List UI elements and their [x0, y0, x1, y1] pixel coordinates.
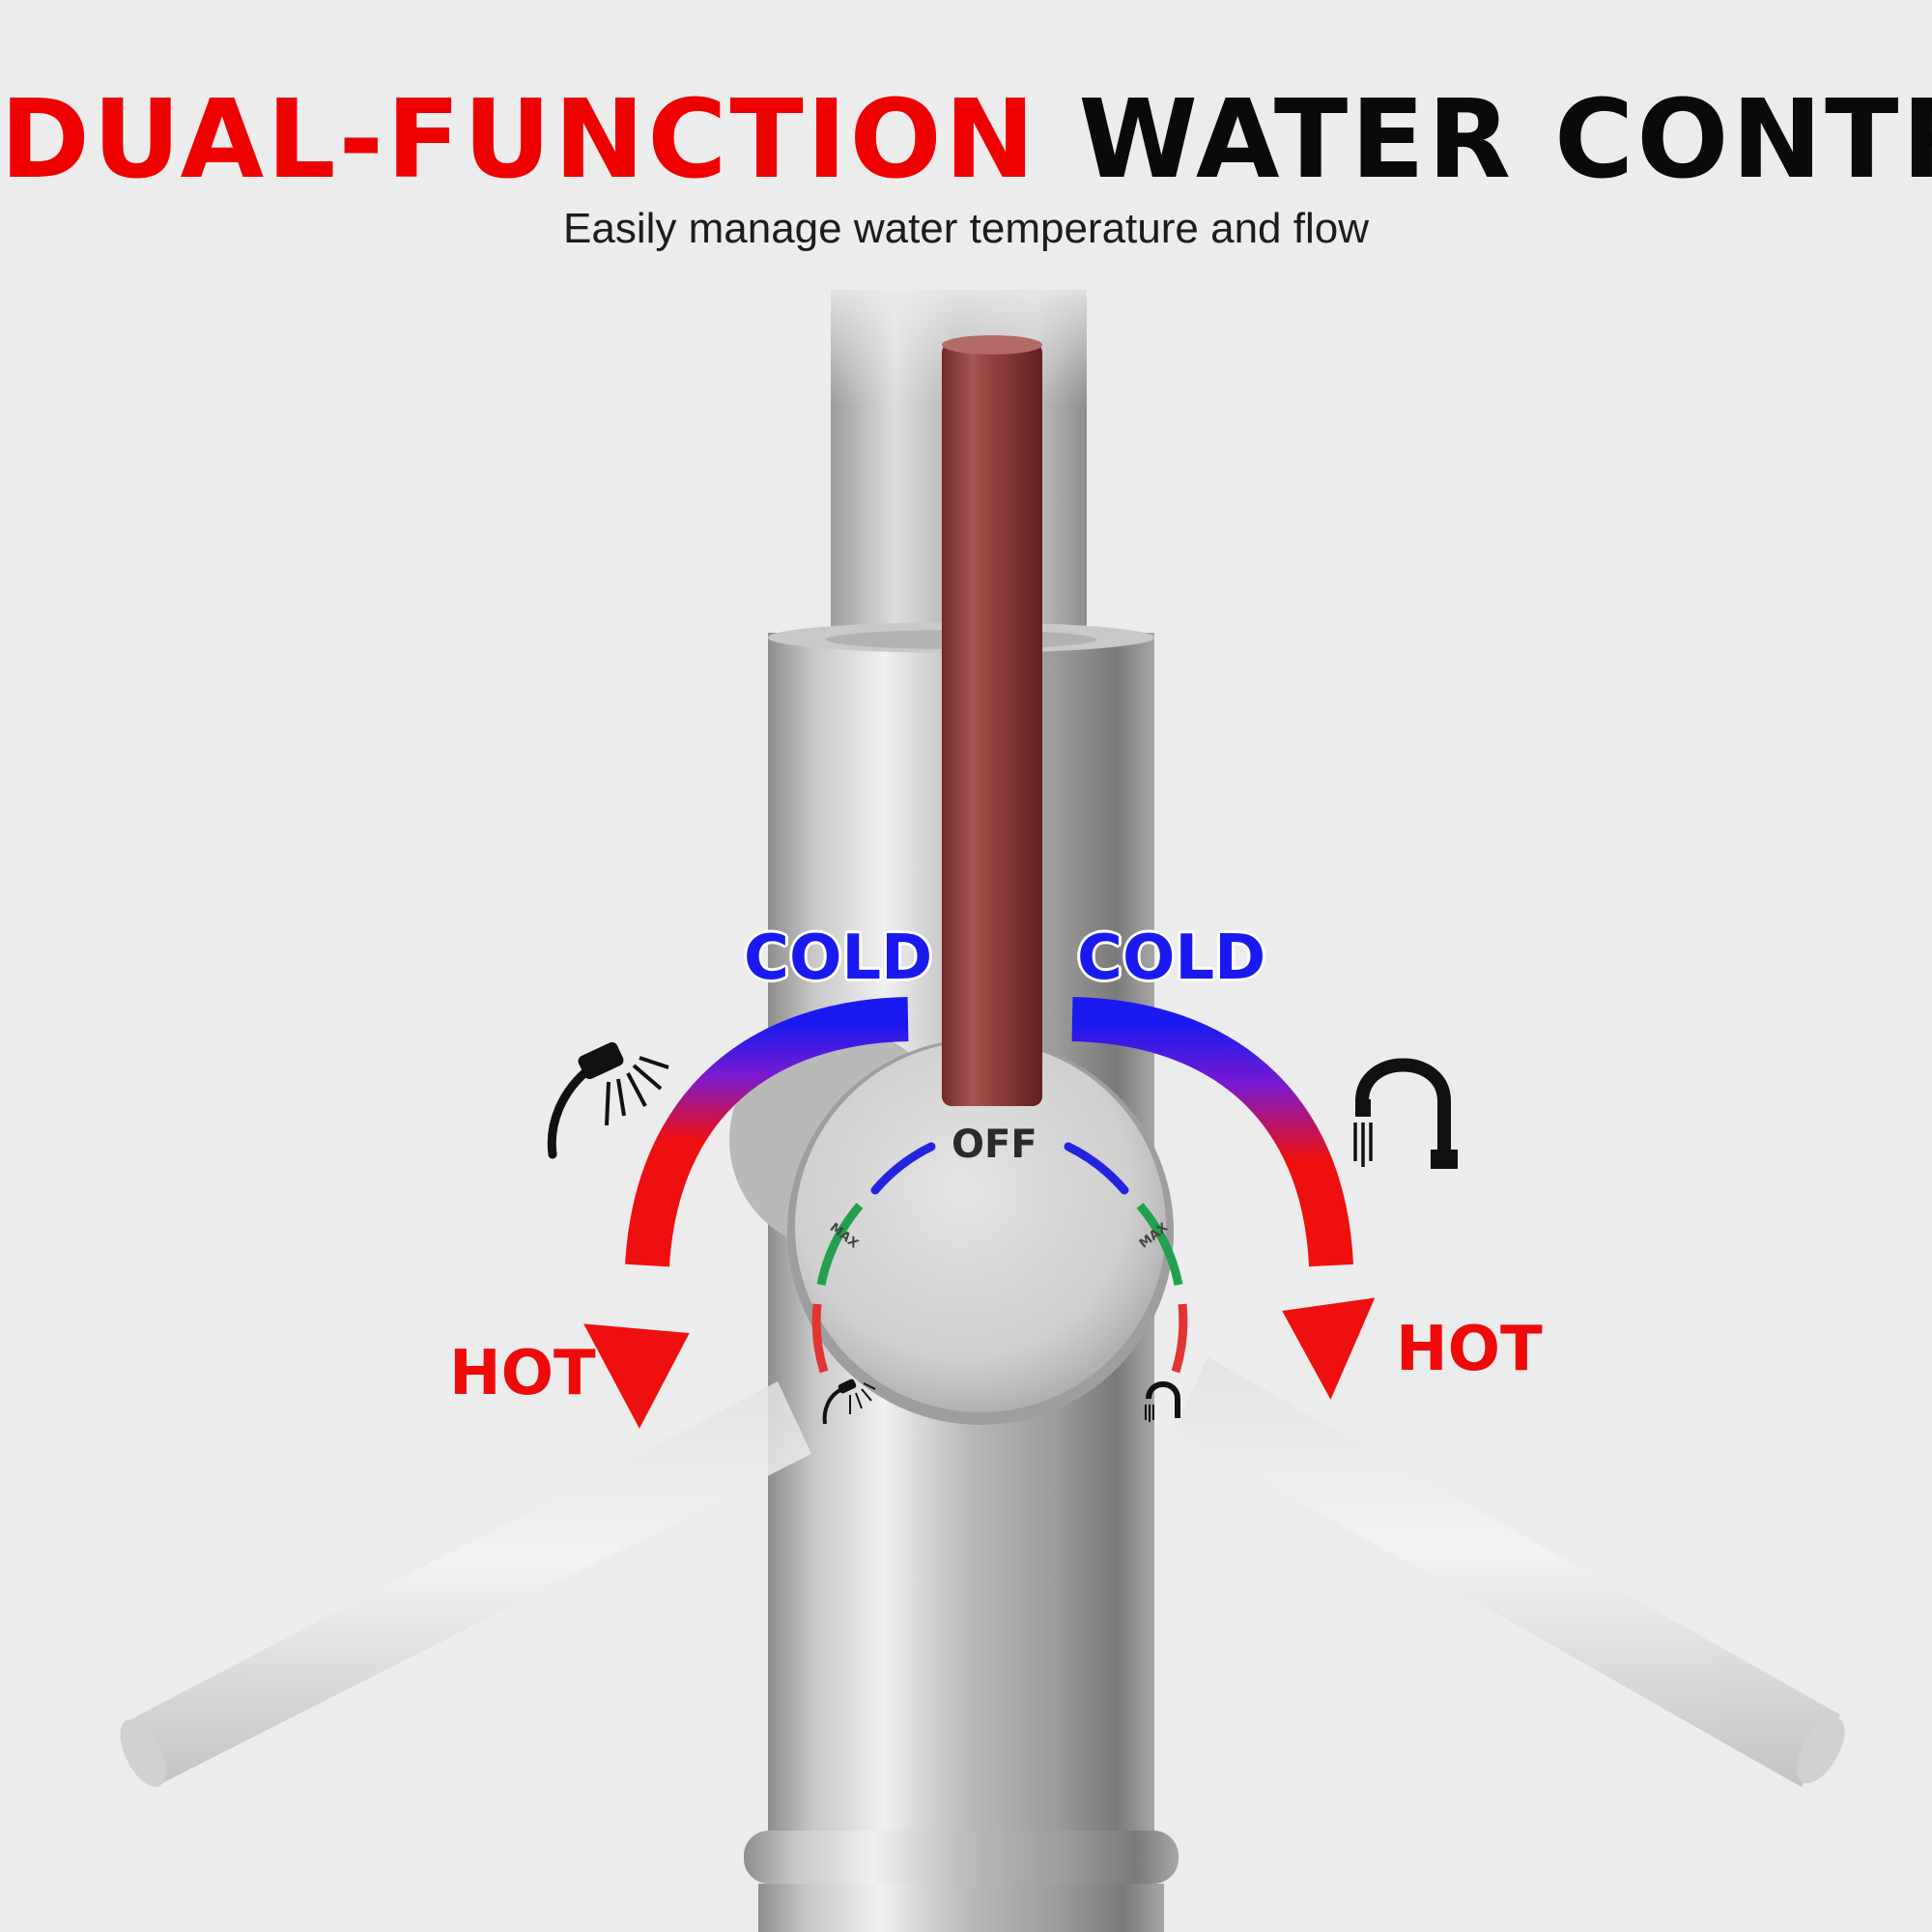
hot-scale-right	[1171, 1303, 1188, 1374]
stream-spout-icon	[1353, 1058, 1458, 1169]
off-label: OFF	[952, 1122, 1037, 1167]
page-title: DUAL-FUNCTION WATER CONTROL	[0, 77, 1932, 203]
page-subtitle: Easily manage water temperature and flow	[563, 205, 1369, 252]
spray-head-icon	[547, 1041, 669, 1159]
hot-label-right: HOT	[1396, 1314, 1543, 1385]
temperature-dial	[787, 1038, 1188, 1425]
cold-label-left: COLD	[744, 923, 933, 994]
arrow-left	[583, 997, 909, 1429]
hot-scale-left	[811, 1303, 829, 1374]
title-highlight: DUAL-FUNCTION	[0, 77, 1038, 203]
faucet-base-ring	[744, 1831, 1179, 1932]
cold-label-right: COLD	[1077, 923, 1266, 994]
dial-spout-icon	[1145, 1381, 1180, 1422]
active-handle	[942, 335, 1042, 1106]
flow-scale-right	[1136, 1203, 1183, 1286]
hot-label-left: HOT	[449, 1338, 596, 1409]
flow-scale-left	[816, 1203, 864, 1286]
cold-scale-right	[1064, 1142, 1129, 1195]
title-rest: WATER CONTROL	[1078, 77, 1932, 203]
dial-spray-icon	[822, 1378, 876, 1425]
arrow-right	[1071, 997, 1376, 1400]
ghost-handle-right	[1174, 1357, 1845, 1787]
ghost-handle-left	[120, 1381, 811, 1787]
cold-scale-left	[870, 1142, 936, 1195]
